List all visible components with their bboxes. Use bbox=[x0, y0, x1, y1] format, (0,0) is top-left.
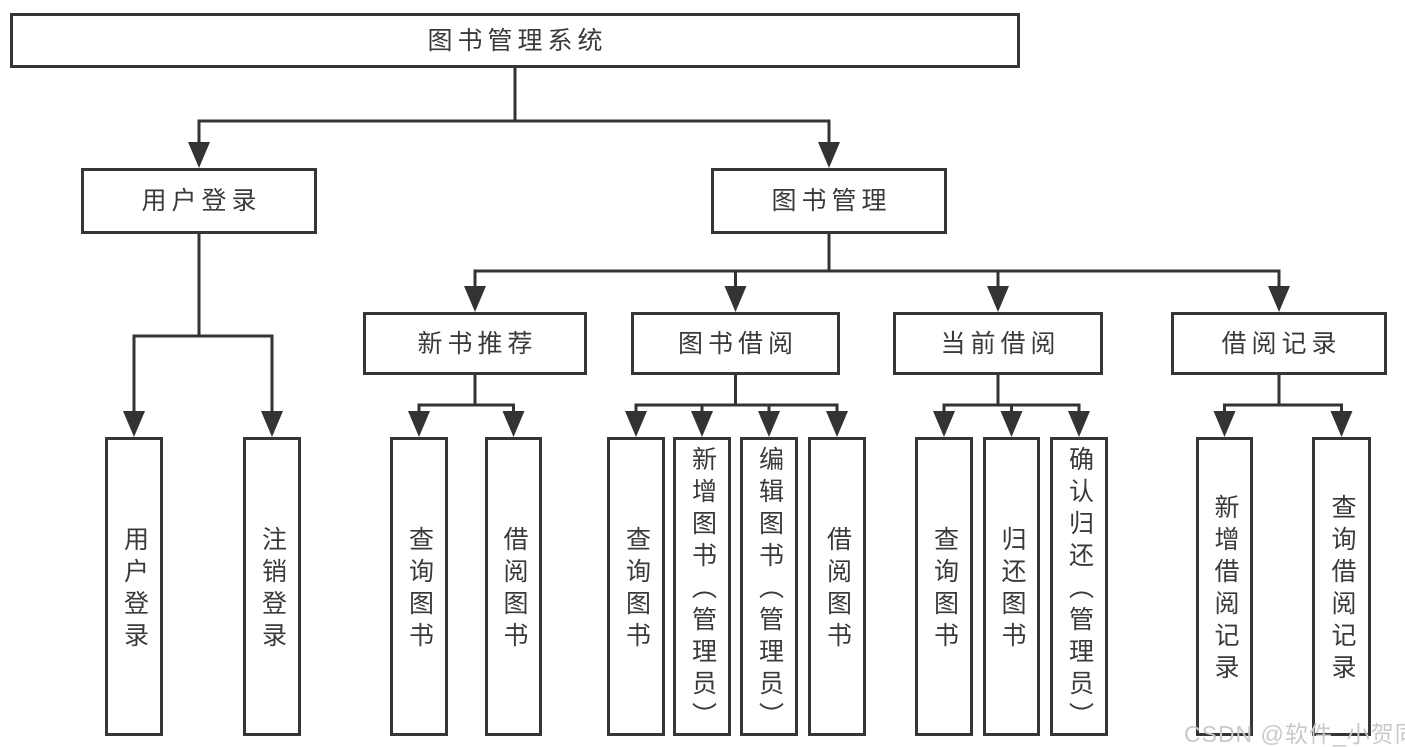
node-borrow-record: 借阅记录 bbox=[1171, 312, 1387, 375]
node-label-query-book-3: 查询图书 bbox=[930, 526, 959, 654]
node-add-book: 新增图书（管理员） bbox=[673, 437, 731, 736]
node-label-borrow-record: 借阅记录 bbox=[1221, 329, 1342, 358]
node-label-current-borrow: 当前借阅 bbox=[940, 329, 1061, 358]
arrowhead-icon bbox=[1268, 286, 1290, 312]
node-user-login-group: 用户登录 bbox=[81, 168, 317, 234]
node-current-borrow: 当前借阅 bbox=[893, 312, 1103, 375]
node-label-logout: 注销登录 bbox=[258, 526, 287, 654]
watermark: CSDN @软件_小贺同学 bbox=[1184, 721, 1405, 747]
node-return-book: 归还图书 bbox=[983, 437, 1040, 736]
node-label-borrow-book-1: 借阅图书 bbox=[500, 526, 528, 654]
arrowhead-icon bbox=[933, 411, 955, 437]
arrowhead-icon bbox=[691, 411, 713, 437]
node-label-confirm-return: 确认归还（管理员） bbox=[1065, 446, 1094, 734]
arrowhead-icon bbox=[1000, 411, 1023, 437]
arrowhead-icon bbox=[1068, 411, 1090, 437]
node-root: 图书管理系统 bbox=[10, 13, 1020, 68]
node-label-query-book-2: 查询图书 bbox=[622, 526, 651, 654]
node-label-add-borrow-record: 新增借阅记录 bbox=[1211, 494, 1239, 686]
arrowhead-icon bbox=[1213, 411, 1236, 437]
node-label-edit-book: 编辑图书（管理员） bbox=[755, 446, 784, 734]
node-label-new-book-rec: 新书推荐 bbox=[417, 329, 538, 358]
node-user-login: 用户登录 bbox=[105, 437, 163, 736]
node-new-book-rec: 新书推荐 bbox=[363, 312, 587, 375]
node-label-book-borrow: 图书借阅 bbox=[677, 329, 798, 358]
node-book-mgmt-group: 图书管理 bbox=[711, 168, 947, 234]
node-label-borrow-book-2: 借阅图书 bbox=[823, 526, 852, 654]
node-borrow-book-2: 借阅图书 bbox=[808, 437, 866, 736]
arrowhead-icon bbox=[123, 411, 145, 437]
arrowhead-icon bbox=[261, 411, 283, 437]
node-confirm-return: 确认归还（管理员） bbox=[1050, 437, 1108, 736]
node-label-root: 图书管理系统 bbox=[427, 26, 608, 55]
node-borrow-book-1: 借阅图书 bbox=[485, 437, 542, 736]
node-book-borrow: 图书借阅 bbox=[631, 312, 840, 375]
node-logout: 注销登录 bbox=[243, 437, 301, 736]
node-label-query-borrow-record: 查询借阅记录 bbox=[1328, 494, 1356, 686]
node-label-query-book-1: 查询图书 bbox=[405, 526, 434, 654]
arrowhead-icon bbox=[987, 286, 1009, 312]
node-label-add-book: 新增图书（管理员） bbox=[688, 446, 717, 734]
node-query-book-2: 查询图书 bbox=[607, 437, 665, 736]
node-label-user-login: 用户登录 bbox=[120, 526, 149, 654]
arrowhead-icon bbox=[758, 411, 780, 437]
arrowhead-icon bbox=[464, 286, 486, 312]
connector-lines bbox=[132, 66, 1343, 417]
node-query-borrow-record: 查询借阅记录 bbox=[1312, 437, 1371, 736]
arrowhead-icon bbox=[826, 411, 848, 437]
node-edit-book: 编辑图书（管理员） bbox=[740, 437, 798, 736]
arrowhead-icon bbox=[408, 411, 430, 437]
node-query-book-1: 查询图书 bbox=[390, 437, 448, 736]
arrowhead-icon bbox=[818, 142, 840, 168]
node-label-book-mgmt-group: 图书管理 bbox=[771, 187, 892, 215]
node-label-user-login-group: 用户登录 bbox=[141, 187, 262, 215]
node-query-book-3: 查询图书 bbox=[915, 437, 973, 736]
node-label-return-book: 归还图书 bbox=[998, 526, 1026, 654]
arrowhead-icon bbox=[625, 411, 647, 437]
node-add-borrow-record: 新增借阅记录 bbox=[1196, 437, 1253, 736]
arrowhead-icon bbox=[1330, 411, 1353, 437]
arrowhead-icon bbox=[188, 142, 210, 168]
arrowhead-icon bbox=[724, 286, 747, 312]
arrowhead-icon bbox=[502, 411, 525, 437]
